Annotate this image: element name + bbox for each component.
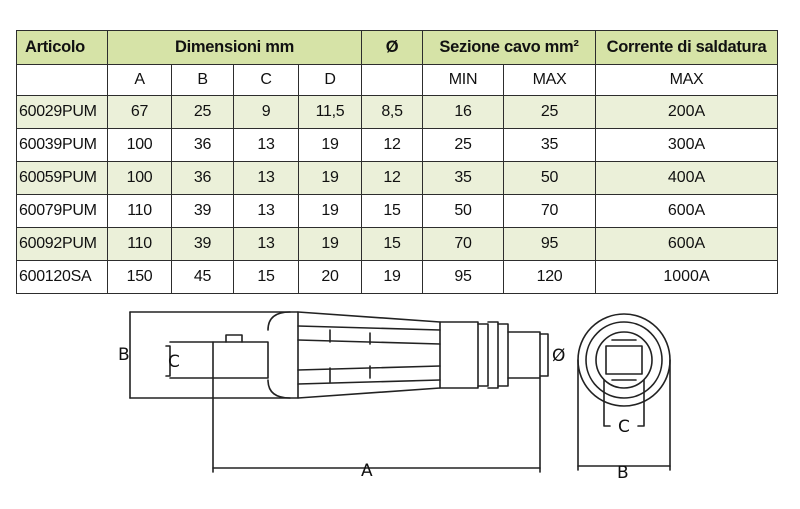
cell-min: 95 <box>422 260 504 294</box>
cell-b: 39 <box>171 194 234 228</box>
subheader-a: A <box>107 64 172 96</box>
cell-max: 25 <box>503 95 596 129</box>
connector-side-view <box>212 311 541 399</box>
cell-corrente: 400A <box>595 161 778 195</box>
label-diameter: Ø <box>552 346 565 366</box>
cell-articolo: 600120SA <box>16 260 108 294</box>
cell-min: 35 <box>422 161 504 195</box>
label-b-end: B <box>617 463 629 483</box>
subheader-c: C <box>233 64 299 96</box>
cell-corrente: 600A <box>595 194 778 228</box>
cell-min: 50 <box>422 194 504 228</box>
cell-diameter: 8,5 <box>361 95 423 129</box>
cell-a: 150 <box>107 260 172 294</box>
cell-min: 25 <box>422 128 504 162</box>
table-row: 60029PUM 67 25 9 11,5 8,5 16 25 200A <box>16 95 778 129</box>
cell-corrente: 600A <box>595 227 778 261</box>
header-diameter: Ø <box>361 30 423 65</box>
spec-table: Articolo Dimensioni mm Ø Sezione cavo mm… <box>16 30 778 294</box>
cell-d: 19 <box>298 161 362 195</box>
header-dimensioni: Dimensioni mm <box>107 30 362 65</box>
cell-b: 39 <box>171 227 234 261</box>
cell-min: 16 <box>422 95 504 129</box>
table-row: 60059PUM 100 36 13 19 12 35 50 400A <box>16 161 778 195</box>
cell-b: 45 <box>171 260 234 294</box>
subheader-max: MAX <box>503 64 596 96</box>
cell-a: 100 <box>107 161 172 195</box>
dimension-c-side <box>165 341 214 379</box>
cell-max: 35 <box>503 128 596 162</box>
label-c-end: C <box>618 417 630 437</box>
cell-articolo: 60039PUM <box>16 128 108 162</box>
cell-corrente: 200A <box>595 95 778 129</box>
subheader-empty <box>16 64 108 96</box>
cell-c: 15 <box>233 260 299 294</box>
table-row: 60079PUM 110 39 13 19 15 50 70 600A <box>16 194 778 228</box>
cell-c: 13 <box>233 194 299 228</box>
cell-diameter: 19 <box>361 260 423 294</box>
table-row: 60092PUM 110 39 13 19 15 70 95 600A <box>16 227 778 261</box>
connector-end-view <box>577 313 671 471</box>
table-row: 600120SA 150 45 15 20 19 95 120 1000A <box>16 260 778 294</box>
cell-max: 95 <box>503 227 596 261</box>
cell-diameter: 12 <box>361 161 423 195</box>
cell-max: 120 <box>503 260 596 294</box>
cell-d: 20 <box>298 260 362 294</box>
subheader-diameter <box>361 64 423 96</box>
label-c-side: C <box>168 352 180 372</box>
header-corrente: Corrente di saldatura <box>595 30 778 65</box>
dimension-a <box>212 377 541 473</box>
cell-c: 13 <box>233 227 299 261</box>
cell-articolo: 60079PUM <box>16 194 108 228</box>
cell-a: 100 <box>107 128 172 162</box>
cell-articolo: 60029PUM <box>16 95 108 129</box>
subheader-row: A B C D MIN MAX MAX <box>16 64 778 96</box>
cell-b: 36 <box>171 161 234 195</box>
cell-min: 70 <box>422 227 504 261</box>
cell-articolo: 60059PUM <box>16 161 108 195</box>
cell-d: 19 <box>298 128 362 162</box>
cell-corrente: 300A <box>595 128 778 162</box>
cell-b: 36 <box>171 128 234 162</box>
header-articolo: Articolo <box>16 30 108 65</box>
cell-a: 110 <box>107 227 172 261</box>
cell-d: 11,5 <box>298 95 362 129</box>
cell-a: 110 <box>107 194 172 228</box>
header-row: Articolo Dimensioni mm Ø Sezione cavo mm… <box>16 30 778 65</box>
technical-drawing: B C Ø A C B <box>118 311 671 483</box>
subheader-d: D <box>298 64 362 96</box>
cell-c: 9 <box>233 95 299 129</box>
cell-max: 50 <box>503 161 596 195</box>
cell-c: 13 <box>233 161 299 195</box>
dimension-b-side <box>129 311 291 399</box>
subheader-min: MIN <box>422 64 504 96</box>
cell-diameter: 12 <box>361 128 423 162</box>
cell-d: 19 <box>298 194 362 228</box>
subheader-corrente-max: MAX <box>595 64 778 96</box>
dimension-diameter <box>539 333 549 377</box>
cell-diameter: 15 <box>361 227 423 261</box>
label-b-side: B <box>118 345 130 365</box>
cell-max: 70 <box>503 194 596 228</box>
cell-corrente: 1000A <box>595 260 778 294</box>
cell-c: 13 <box>233 128 299 162</box>
label-a: A <box>361 461 373 481</box>
cell-b: 25 <box>171 95 234 129</box>
subheader-b: B <box>171 64 234 96</box>
table-row: 60039PUM 100 36 13 19 12 25 35 300A <box>16 128 778 162</box>
cell-a: 67 <box>107 95 172 129</box>
cell-d: 19 <box>298 227 362 261</box>
cell-articolo: 60092PUM <box>16 227 108 261</box>
header-sezione: Sezione cavo mm² <box>422 30 596 65</box>
cell-diameter: 15 <box>361 194 423 228</box>
